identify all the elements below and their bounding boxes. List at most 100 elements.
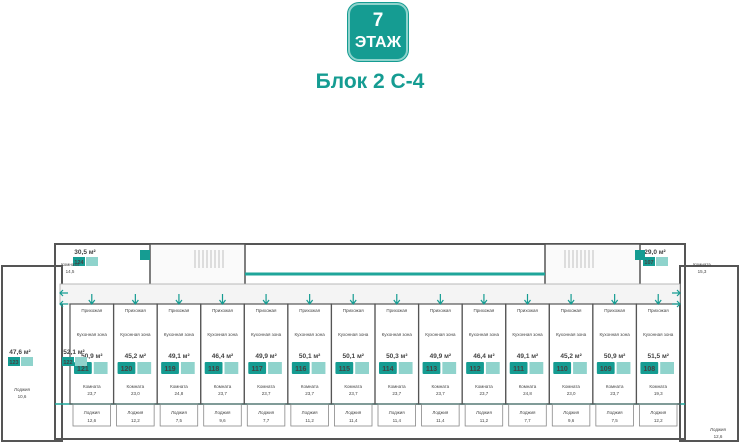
loggia-box xyxy=(203,403,242,427)
kitchen-label: Кухонная зона xyxy=(295,332,326,337)
apartment-id: 118 xyxy=(208,366,219,373)
apartment-room-icon xyxy=(442,362,457,374)
apartment-id-badge xyxy=(73,257,85,266)
apartment-id: 108 xyxy=(643,366,655,373)
room-label: Комната xyxy=(301,384,319,389)
apartment-area: 49,1 м² xyxy=(517,353,539,360)
apartment-area: 49,1 м² xyxy=(168,353,190,360)
apartment-id: 111 xyxy=(513,366,524,373)
hall-label: Прихожая xyxy=(430,308,451,313)
apartment-id-badge xyxy=(291,362,310,374)
loggia-area: 12,6 xyxy=(87,418,96,423)
apartment-id: 117 xyxy=(252,366,263,373)
loggia-area: 12,2 xyxy=(654,418,663,423)
room-label: Комната xyxy=(649,384,667,389)
loggia-label: Лоджия xyxy=(563,410,580,415)
loggia-label: Лоджия xyxy=(520,410,537,415)
loggia-area: 11,2 xyxy=(480,418,489,423)
hall-label: Прихожая xyxy=(212,308,233,313)
room-area: 23,7 xyxy=(262,391,271,396)
room-label: Комната xyxy=(127,384,145,389)
apartment-id-badge xyxy=(204,362,223,374)
apartment-id: 119 xyxy=(164,366,175,373)
kitchen-label: Кухонная зона xyxy=(338,332,369,337)
loggia-area: 9,6 xyxy=(219,418,226,423)
loggia-box xyxy=(334,403,373,427)
corridor-arrow-icon xyxy=(672,300,681,308)
room-area: 24,8 xyxy=(523,391,532,396)
corner-right-loggia-area: 12,6 xyxy=(714,434,723,439)
kitchen-label: Кухонная зона xyxy=(600,332,631,337)
room-area: 23,0 xyxy=(131,391,140,396)
room-label: Комната xyxy=(257,384,275,389)
corner-left-loggia-label: Лоджия xyxy=(14,387,31,392)
apartment-area: 49,9 м² xyxy=(255,353,277,360)
hall-label: Прихожая xyxy=(473,308,494,313)
apartment-area: 50,9 м² xyxy=(604,353,626,360)
loggia-box xyxy=(595,403,634,427)
apartment-area: 30,5 м² xyxy=(74,249,96,256)
apartment-area: 49,9 м² xyxy=(430,353,452,360)
kitchen-label: Кухонная зона xyxy=(164,332,195,337)
loggia-area: 11,4 xyxy=(393,418,402,423)
apartment-room-icon xyxy=(86,257,98,266)
corner-left-room-label: Комната xyxy=(61,262,79,267)
apartment-id-badge xyxy=(62,357,74,366)
apartment-room-icon xyxy=(616,362,631,374)
room-area: 23,7 xyxy=(305,391,314,396)
hall-label: Прихожая xyxy=(81,308,102,313)
apartment-id: 122 xyxy=(63,360,72,366)
loggia-box xyxy=(551,403,591,427)
apartment-room-icon xyxy=(268,362,282,374)
apartment-id-badge xyxy=(509,362,528,374)
kitchen-label: Кухонная зона xyxy=(512,332,543,337)
apartment-id-badge xyxy=(117,362,136,374)
room-label: Комната xyxy=(475,384,493,389)
kitchen-label: Кухонная зона xyxy=(556,332,587,337)
room-area: 23,7 xyxy=(436,391,445,396)
apartment-room-icon xyxy=(485,362,500,374)
entry-arrow-icon xyxy=(219,294,226,305)
apartment-room-icon xyxy=(180,362,195,374)
room-area: 23,7 xyxy=(218,391,227,396)
kitchen-label: Кухонная зона xyxy=(425,332,456,337)
loggia-box xyxy=(159,403,199,427)
apartment-area: 46,4 м² xyxy=(473,353,495,360)
apartment-room-icon xyxy=(355,362,369,374)
entry-arrow-icon xyxy=(567,294,575,305)
entry-arrow-icon xyxy=(88,294,96,305)
kitchen-label: Кухонная зона xyxy=(120,332,151,337)
apartment-id-badge xyxy=(8,357,20,366)
loggia-label: Лоджия xyxy=(650,410,667,415)
apartment-area: 29,0 м² xyxy=(644,249,666,256)
apartment-id-badge xyxy=(335,362,354,374)
loggia-label: Лоджия xyxy=(476,410,493,415)
loggia-box xyxy=(290,403,329,427)
loggia-box xyxy=(116,403,155,427)
apartment-id: 115 xyxy=(339,366,350,373)
apartment-area: 45,2 м² xyxy=(125,353,147,360)
apartment-id: 110 xyxy=(557,366,568,373)
loggia-label: Лоджия xyxy=(215,410,232,415)
apartment-id-badge xyxy=(640,362,659,374)
apartment-room-icon xyxy=(93,362,108,374)
corner-left-loggia-area: 10,6 xyxy=(18,394,27,399)
apartment-room-icon xyxy=(137,362,152,374)
apartment-room-icon xyxy=(573,362,587,374)
apartment-room-icon xyxy=(660,362,674,374)
loggia-box xyxy=(508,403,547,427)
entry-arrow-icon xyxy=(349,294,357,305)
loggia-label: Лоджия xyxy=(258,410,275,415)
apartment-area: 46,4 м² xyxy=(212,353,234,360)
entry-arrow-icon xyxy=(306,294,314,305)
apartment-area: 50,9 м² xyxy=(81,353,103,360)
